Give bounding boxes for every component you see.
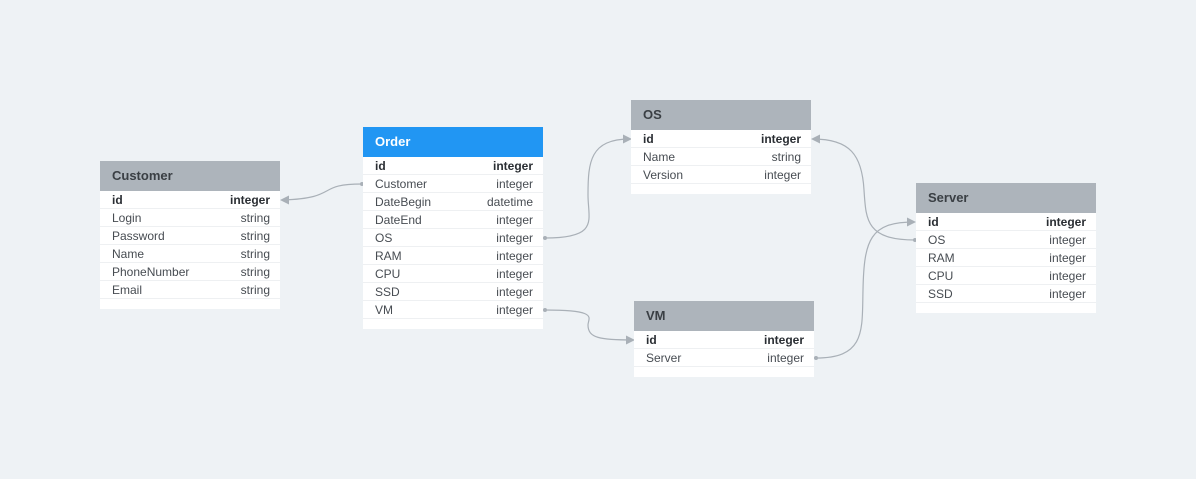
field-type: string bbox=[240, 265, 270, 279]
field-name: Customer bbox=[375, 177, 428, 191]
table-footer bbox=[634, 367, 814, 377]
field-type: integer bbox=[1049, 287, 1086, 301]
field-name: VM bbox=[375, 303, 393, 317]
field-type: integer bbox=[496, 213, 533, 227]
table-footer bbox=[916, 303, 1096, 313]
field-type: string bbox=[240, 229, 270, 243]
table-os[interactable]: OS id integer Name string Version integer bbox=[631, 100, 811, 194]
field-name: Login bbox=[112, 211, 142, 225]
field-type: string bbox=[240, 283, 270, 297]
field-row[interactable]: CPU integer bbox=[916, 267, 1096, 285]
table-footer bbox=[100, 299, 280, 309]
field-type: integer bbox=[496, 285, 533, 299]
table-header[interactable]: Server bbox=[916, 183, 1096, 213]
field-name: DateBegin bbox=[375, 195, 432, 209]
field-type: integer bbox=[496, 303, 533, 317]
field-row[interactable]: Password string bbox=[100, 227, 280, 245]
field-name: DateEnd bbox=[375, 213, 422, 227]
field-row[interactable]: SSD integer bbox=[363, 283, 543, 301]
field-row[interactable]: Login string bbox=[100, 209, 280, 227]
field-row[interactable]: CPU integer bbox=[363, 265, 543, 283]
table-vm[interactable]: VM id integer Server integer bbox=[634, 301, 814, 377]
field-name: RAM bbox=[375, 249, 402, 263]
field-name: id bbox=[375, 159, 386, 173]
field-row[interactable]: Customer integer bbox=[363, 175, 543, 193]
field-row[interactable]: id integer bbox=[916, 213, 1096, 231]
field-type: integer bbox=[1045, 215, 1086, 229]
table-order[interactable]: Order id integer Customer integer DateBegi… bbox=[363, 127, 543, 329]
field-name: CPU bbox=[928, 269, 954, 283]
field-type: integer bbox=[496, 231, 533, 245]
field-row[interactable]: id integer bbox=[100, 191, 280, 209]
field-name: Name bbox=[112, 247, 145, 261]
table-footer bbox=[363, 319, 543, 329]
field-type: integer bbox=[229, 193, 270, 207]
field-name: id bbox=[643, 132, 654, 146]
field-name: PhoneNumber bbox=[112, 265, 190, 279]
field-type: integer bbox=[1049, 233, 1086, 247]
field-row[interactable]: Name string bbox=[100, 245, 280, 263]
link-vm-server[interactable] bbox=[814, 217, 916, 361]
field-name: OS bbox=[928, 233, 946, 247]
field-row[interactable]: DateBegin datetime bbox=[363, 193, 543, 211]
field-type: integer bbox=[496, 267, 533, 281]
field-name: id bbox=[646, 333, 657, 347]
field-type: integer bbox=[1049, 251, 1086, 265]
field-row[interactable]: Version integer bbox=[631, 166, 811, 184]
field-name: RAM bbox=[928, 251, 955, 265]
field-row[interactable]: id integer bbox=[634, 331, 814, 349]
field-row[interactable]: RAM integer bbox=[363, 247, 543, 265]
table-header[interactable]: Customer bbox=[100, 161, 280, 191]
table-header[interactable]: OS bbox=[631, 100, 811, 130]
field-type: integer bbox=[767, 351, 804, 365]
field-name: Email bbox=[112, 283, 143, 297]
link-order-customer[interactable] bbox=[280, 182, 364, 205]
field-type: integer bbox=[763, 333, 804, 347]
table-customer[interactable]: Customer id integer Login string Password s… bbox=[100, 161, 280, 309]
field-name: Server bbox=[646, 351, 682, 365]
field-type: string bbox=[240, 247, 270, 261]
field-row[interactable]: VM integer bbox=[363, 301, 543, 319]
field-row[interactable]: DateEnd integer bbox=[363, 211, 543, 229]
field-type: integer bbox=[764, 168, 801, 182]
field-type: integer bbox=[1049, 269, 1086, 283]
field-row[interactable]: id integer bbox=[363, 157, 543, 175]
field-name: SSD bbox=[928, 287, 953, 301]
field-type: string bbox=[771, 150, 801, 164]
field-row[interactable]: PhoneNumber string bbox=[100, 263, 280, 281]
field-row[interactable]: Name string bbox=[631, 148, 811, 166]
field-row[interactable]: id integer bbox=[631, 130, 811, 148]
field-row[interactable]: SSD integer bbox=[916, 285, 1096, 303]
field-name: Password bbox=[112, 229, 165, 243]
field-row[interactable]: Server integer bbox=[634, 349, 814, 367]
field-name: Name bbox=[643, 150, 676, 164]
field-name: SSD bbox=[375, 285, 400, 299]
table-server[interactable]: Server id integer OS integer RAM integer CP… bbox=[916, 183, 1096, 313]
field-type: integer bbox=[496, 249, 533, 263]
table-header[interactable]: VM bbox=[634, 301, 814, 331]
field-type: integer bbox=[492, 159, 533, 173]
link-order-vm[interactable] bbox=[543, 308, 635, 345]
link-server-os[interactable] bbox=[811, 134, 917, 243]
field-row[interactable]: Email string bbox=[100, 281, 280, 299]
field-type: string bbox=[240, 211, 270, 225]
field-name: Version bbox=[643, 168, 684, 182]
field-row[interactable]: RAM integer bbox=[916, 249, 1096, 267]
field-type: integer bbox=[496, 177, 533, 191]
field-row[interactable]: OS integer bbox=[916, 231, 1096, 249]
field-name: id bbox=[112, 193, 123, 207]
field-name: CPU bbox=[375, 267, 401, 281]
field-row[interactable]: OS integer bbox=[363, 229, 543, 247]
table-footer bbox=[631, 184, 811, 194]
link-order-os[interactable] bbox=[543, 134, 632, 241]
field-type: integer bbox=[760, 132, 801, 146]
field-name: id bbox=[928, 215, 939, 229]
field-type: datetime bbox=[486, 195, 533, 209]
field-name: OS bbox=[375, 231, 393, 245]
table-header[interactable]: Order bbox=[363, 127, 543, 157]
